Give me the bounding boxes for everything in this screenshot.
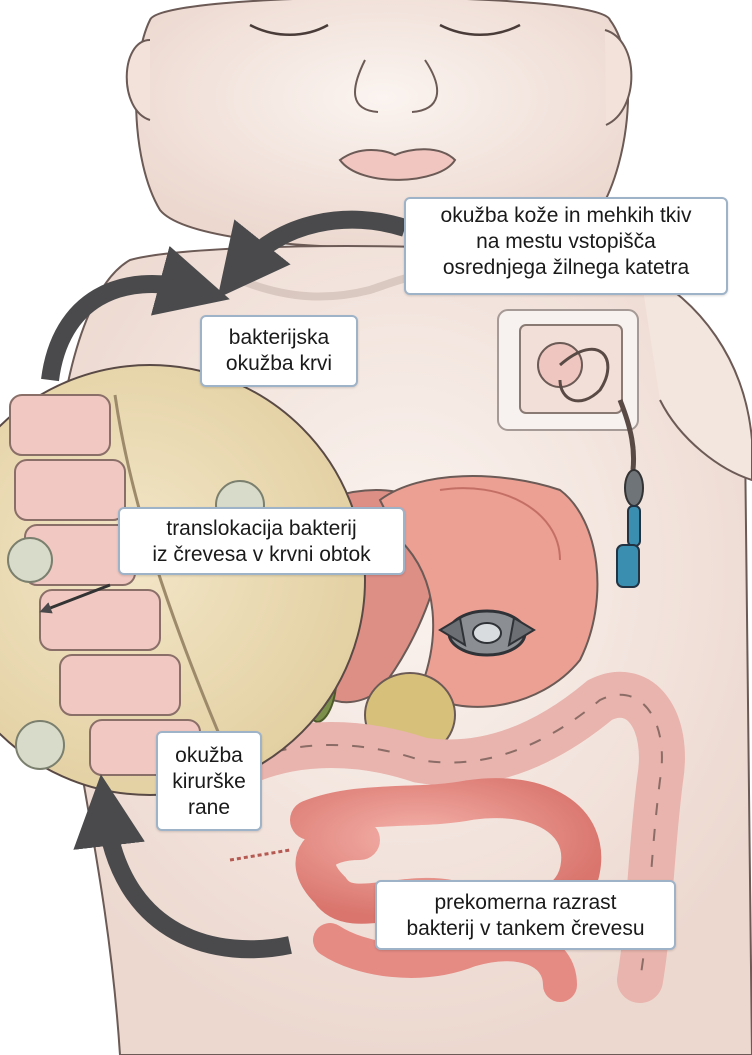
bacterium-cell bbox=[8, 538, 52, 582]
callout-line: okužba bbox=[158, 743, 260, 769]
callout-line: rane bbox=[158, 795, 260, 821]
callout-bacterial-overgrowth: prekomerna razrast bakterij v tankem čre… bbox=[375, 880, 676, 950]
left-ear bbox=[127, 40, 150, 120]
callout-line: okužba kože in mehkih tkiv bbox=[406, 203, 726, 229]
callout-line: osrednjega žilnega katetra bbox=[406, 255, 726, 281]
callout-bloodstream-infection: bakterijska okužba krvi bbox=[200, 315, 358, 387]
callout-surgical-wound-infection: okužba kirurške rane bbox=[156, 731, 262, 831]
callout-line: kirurške bbox=[158, 769, 260, 795]
callout-catheter-site-infection: okužba kože in mehkih tkiv na mestu vsto… bbox=[404, 197, 728, 295]
callout-line: na mestu vstopišča bbox=[406, 229, 726, 255]
callout-line: okužba krvi bbox=[202, 351, 356, 377]
bacterium-cell bbox=[16, 721, 64, 769]
callout-line: bakterij v tankem črevesu bbox=[377, 916, 674, 942]
callout-line: prekomerna razrast bbox=[377, 890, 674, 916]
callout-line: translokacija bakterij bbox=[120, 516, 403, 542]
callout-bacterial-translocation: translokacija bakterij iz črevesa v krvn… bbox=[118, 507, 405, 575]
callout-line: bakterijska bbox=[202, 325, 356, 351]
callout-line: iz črevesa v krvni obtok bbox=[120, 542, 403, 568]
